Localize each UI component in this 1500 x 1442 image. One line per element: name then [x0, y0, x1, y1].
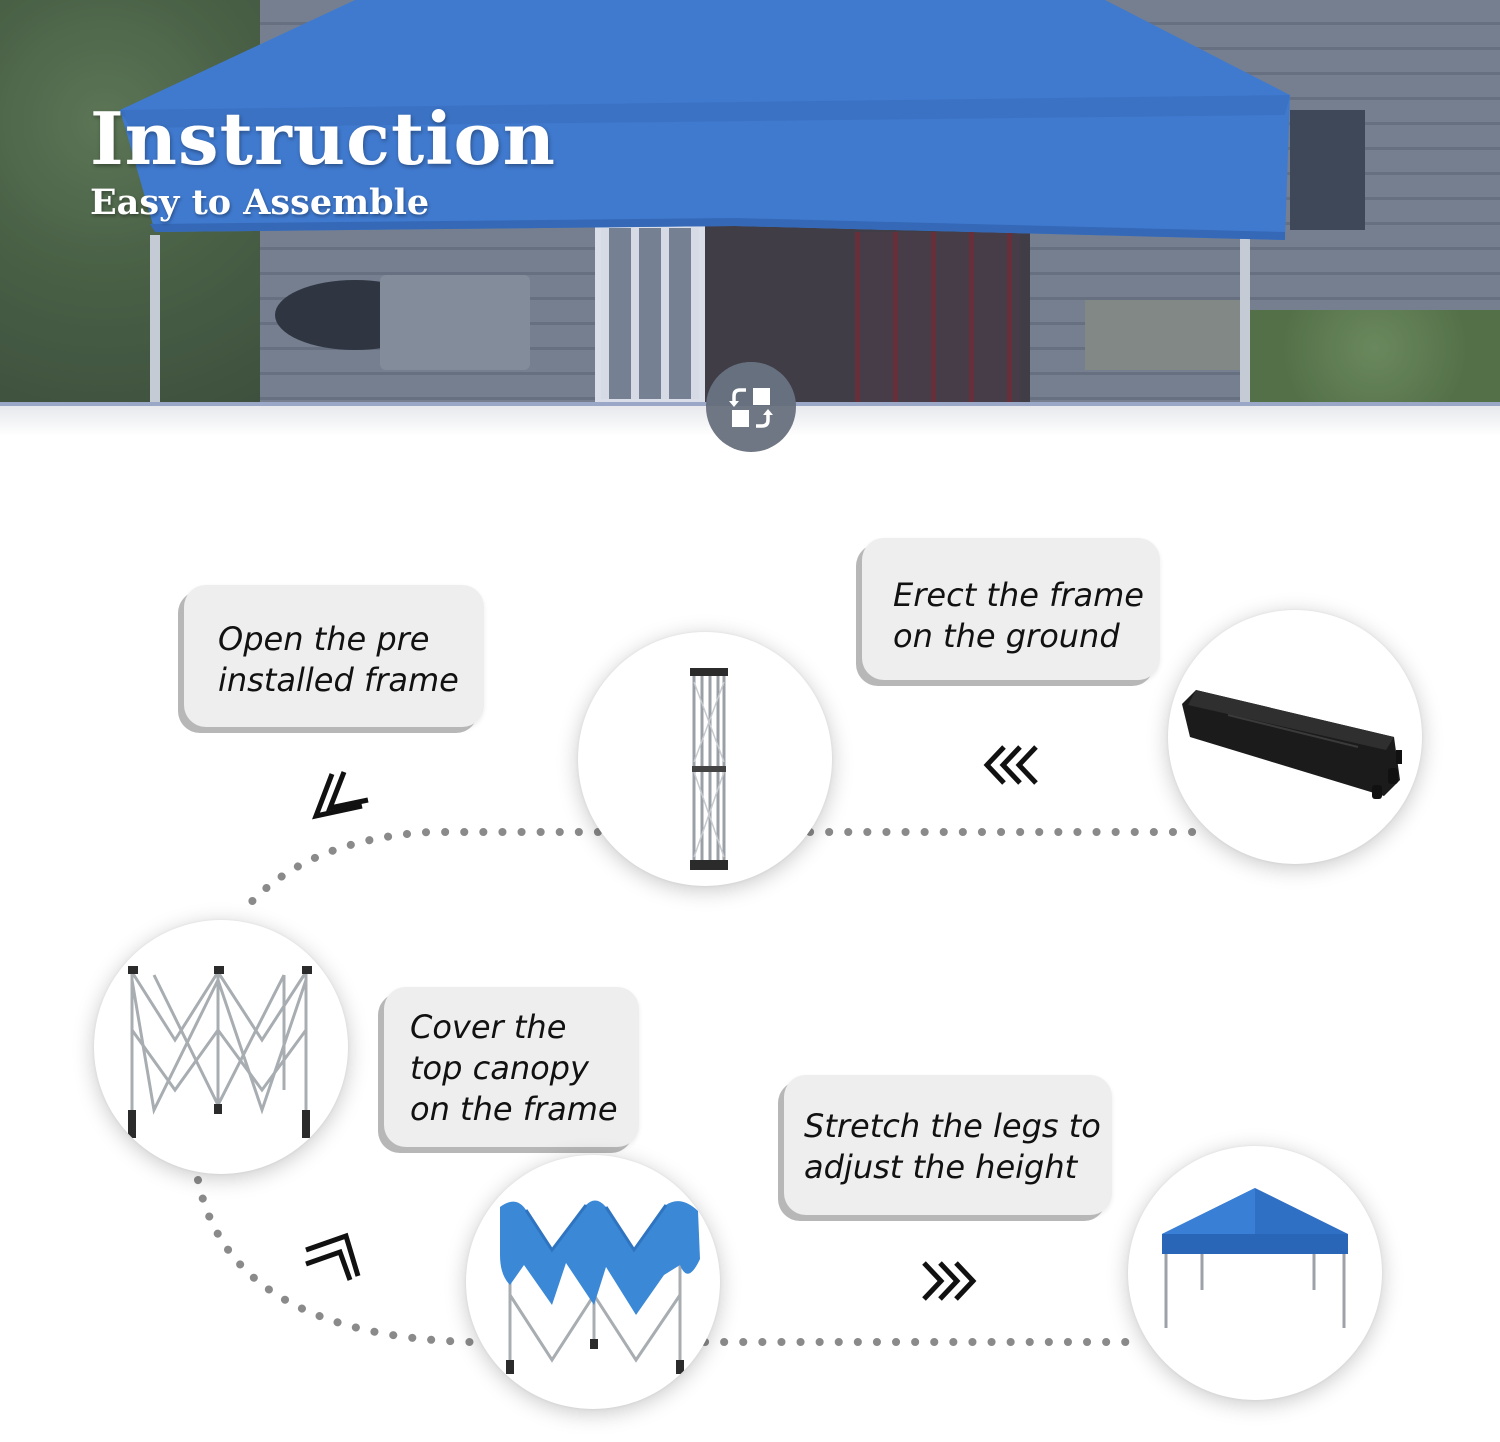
step-label-open [184, 585, 484, 727]
chevrons-right-icon [922, 1261, 977, 1301]
hedge-right [1250, 310, 1500, 405]
hero-banner: Instruction Easy to Assemble [0, 0, 1500, 405]
red-door [855, 232, 1020, 405]
finished-tent-icon [1162, 1188, 1348, 1328]
page-subtitle: Easy to Assemble [90, 182, 430, 223]
step-label-stretch [784, 1075, 1112, 1215]
step-image-canopy-frame [466, 1155, 720, 1409]
chevrons-left-icon [983, 745, 1038, 785]
step-text-open: Open the pre installed frame [218, 620, 459, 699]
blue-canopy [120, 0, 1290, 240]
house-window [1290, 110, 1365, 230]
step-label-erect [862, 538, 1160, 680]
tent-leg [150, 235, 160, 405]
chevrons-down-right-icon [305, 1232, 361, 1281]
step-text-erect: Erect the frame on the ground [893, 576, 1144, 655]
canopy-frame-icon [500, 1200, 700, 1374]
step-image-expanded-frame [94, 920, 348, 1174]
step-text-cover: Cover the top canopy on the frame [410, 1008, 618, 1128]
carry-bag-icon [1182, 690, 1402, 799]
planter-box [1085, 300, 1245, 370]
step-text-stretch: Stretch the legs to adjust the height [804, 1107, 1101, 1186]
grill [380, 275, 530, 370]
tent-leg [1240, 235, 1250, 405]
chevrons-down-left-icon [312, 771, 369, 820]
step-image-carry-bag [1168, 610, 1422, 864]
rotate-squares-icon [729, 388, 773, 428]
badge [706, 362, 796, 452]
page-title: Instruction [90, 96, 556, 181]
expanded-frame-icon [128, 966, 312, 1138]
step-label-cover [384, 987, 639, 1147]
step-image-finished-tent [1128, 1146, 1382, 1400]
step-image-folded-frame [578, 632, 832, 886]
folded-frame-icon [690, 668, 728, 870]
